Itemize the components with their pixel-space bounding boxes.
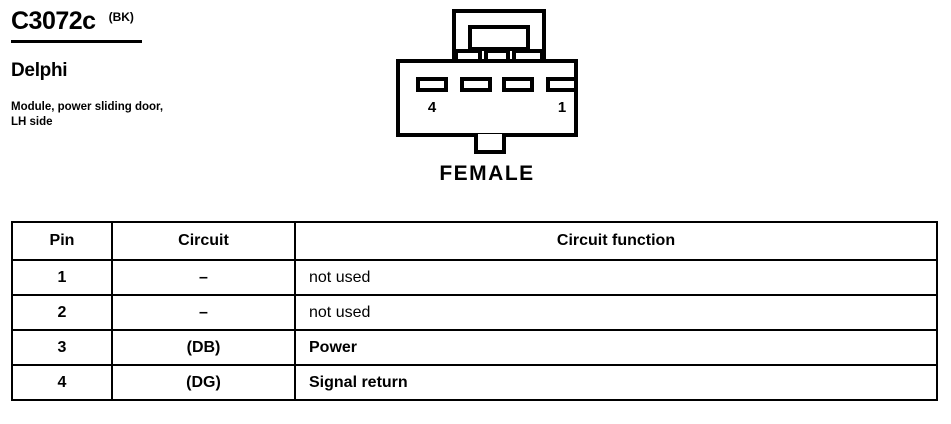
cell-pin: 4 bbox=[11, 364, 113, 401]
connector-manufacturer: Delphi bbox=[11, 60, 68, 81]
cell-circuit-function: not used bbox=[309, 268, 371, 286]
cell-pin: 1 bbox=[11, 259, 113, 296]
cell-circuit-function: not used bbox=[309, 303, 371, 321]
column-header-circuit: Circuit bbox=[111, 221, 296, 261]
connector-id-row: C3072c (BK) bbox=[11, 6, 241, 36]
table-row: 1 – not used bbox=[11, 259, 938, 296]
connector-id: C3072c bbox=[11, 7, 96, 35]
table-row: 4 (DG) Signal return bbox=[11, 364, 938, 401]
table-row: 3 (DB) Power bbox=[11, 329, 938, 366]
pin-number-right-label: 1 bbox=[557, 99, 567, 116]
cell-pin: 2 bbox=[11, 294, 113, 331]
pinout-table: Pin Circuit Circuit function 1 – not use… bbox=[11, 221, 938, 401]
cell-circuit: – bbox=[111, 294, 296, 331]
connector-gender-label: FEMALE bbox=[439, 162, 535, 185]
table-row: 2 – not used bbox=[11, 294, 938, 331]
cell-circuit-function: Power bbox=[309, 338, 358, 356]
column-header-circuit-function: Circuit function bbox=[294, 221, 938, 261]
connector-header-block: C3072c (BK) Delphi Module, power sliding… bbox=[11, 6, 241, 130]
connector-id-underline bbox=[11, 40, 142, 43]
column-header-pin: Pin bbox=[11, 221, 113, 261]
pin-number-left-label: 4 bbox=[427, 99, 437, 116]
pin-cavity-3-icon bbox=[460, 77, 492, 92]
connector-diagram: 4 1 FEMALE bbox=[396, 6, 616, 196]
cell-circuit: (DB) bbox=[111, 329, 296, 366]
connector-body-icon bbox=[396, 59, 578, 137]
cell-circuit: – bbox=[111, 259, 296, 296]
pin-cavity-4-icon bbox=[416, 77, 448, 92]
cell-pin: 3 bbox=[11, 329, 113, 366]
pin-cavity-2-icon bbox=[502, 77, 534, 92]
table-header-row: Pin Circuit Circuit function bbox=[11, 221, 938, 261]
cell-circuit-function: Signal return bbox=[309, 373, 408, 391]
connector-color-code: (BK) bbox=[108, 10, 134, 24]
cell-circuit: (DG) bbox=[111, 364, 296, 401]
connector-latch-inner-icon bbox=[468, 25, 530, 51]
connector-description: Module, power sliding door, LH side bbox=[11, 101, 164, 128]
connector-keying-tab-icon bbox=[474, 134, 506, 154]
pin-cavity-1-icon bbox=[546, 77, 578, 92]
